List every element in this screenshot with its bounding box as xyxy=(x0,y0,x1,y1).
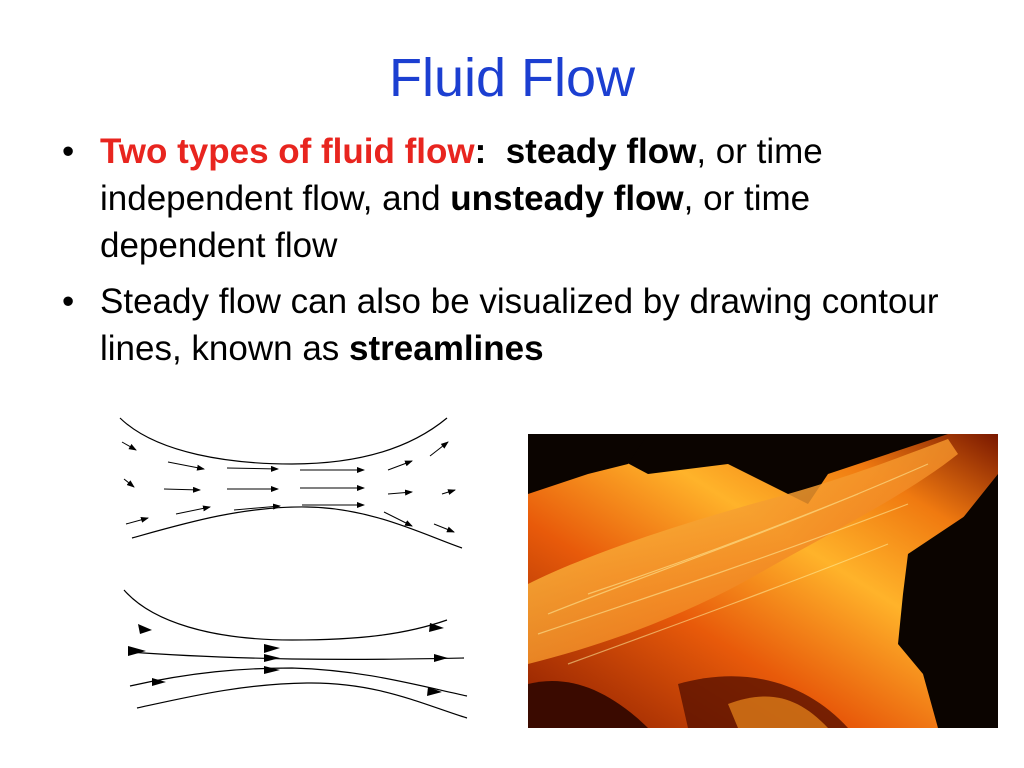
upper-boundary-line xyxy=(119,417,448,465)
streamline-arrowheads xyxy=(128,623,448,696)
unsteady-description: , or time dependent flow xyxy=(100,179,811,265)
velocity-arrows xyxy=(121,441,456,533)
lava-flow-photo xyxy=(528,434,998,728)
lead-phrase: Two types of fluid flow xyxy=(100,132,475,171)
streamline-diagram xyxy=(123,589,468,719)
lower-boundary-line xyxy=(131,506,463,549)
bullet-fluid-flow-types: • Two types of fluid flow: steady flow, … xyxy=(58,128,958,269)
term-unsteady-flow: unsteady flow xyxy=(450,179,684,218)
term-steady-flow: steady flow xyxy=(505,132,697,171)
term-streamlines: streamlines xyxy=(349,329,544,368)
streamline xyxy=(123,589,448,641)
steady-description: , or time independent flow, and xyxy=(100,132,823,218)
streamline xyxy=(129,667,468,697)
bullet-streamlines: • Steady flow can also be visualized by … xyxy=(58,278,958,372)
slide-title: Fluid Flow xyxy=(388,48,636,108)
bullet-marker: • xyxy=(62,132,75,171)
arrow-field-diagram xyxy=(119,417,463,549)
bullet-marker: • xyxy=(62,282,75,321)
streamline xyxy=(129,651,465,661)
streamline xyxy=(136,682,468,719)
bullet-list: • Two types of fluid flow: steady flow, … xyxy=(58,128,958,381)
streamlines xyxy=(123,589,468,719)
lead-colon: : xyxy=(474,132,487,171)
streamline-description: Steady flow can also be visualized by dr… xyxy=(100,282,939,368)
